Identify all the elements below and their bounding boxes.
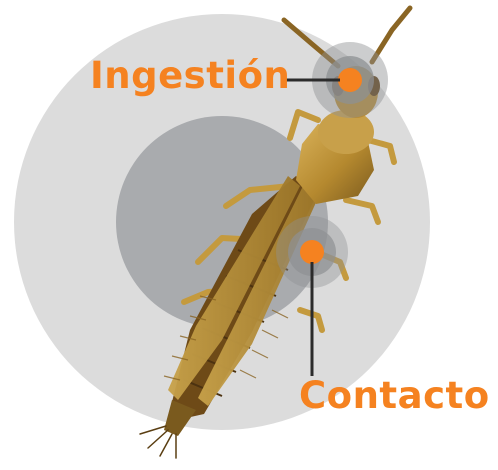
right-antenna	[372, 8, 410, 62]
contacto-label: Contacto	[299, 377, 490, 414]
ingestion-label: Ingestión	[90, 57, 290, 94]
ingestion-dot	[338, 68, 362, 92]
contacto-dot	[300, 240, 324, 264]
